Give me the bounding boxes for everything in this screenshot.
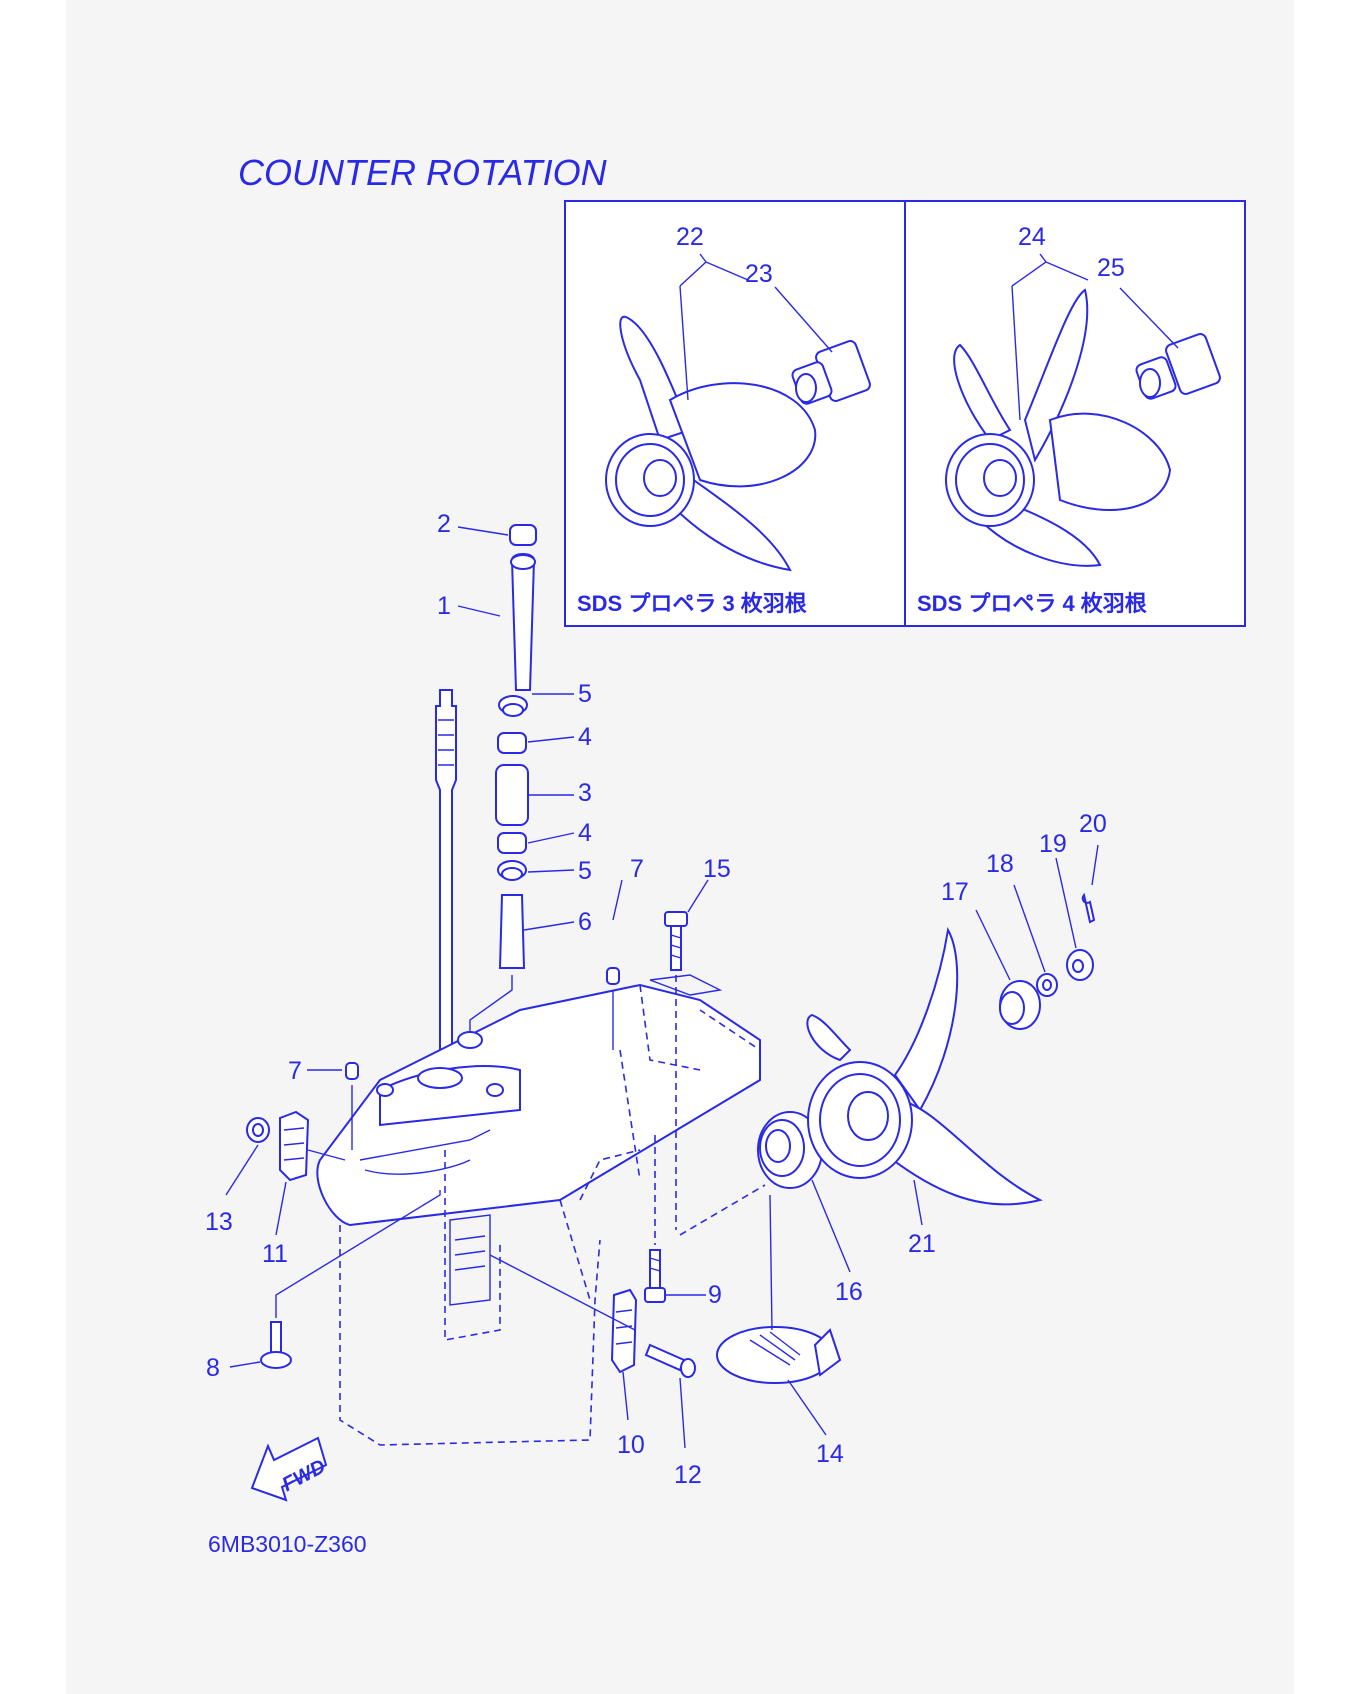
- inset-panel-4-blade: 24 25 SDS プロペラ 4 枚羽根: [904, 200, 1246, 627]
- callout-6: 6: [578, 908, 592, 936]
- diagram-title: COUNTER ROTATION: [238, 152, 608, 193]
- callout-21: 21: [908, 1230, 936, 1258]
- callout-4-upper: 4: [578, 723, 592, 751]
- diagram-code: 6MB3010-Z360: [208, 1531, 367, 1557]
- water-tube-icon: [510, 553, 536, 691]
- callout-23: 23: [745, 260, 773, 288]
- trim-tab-icon: [716, 1326, 842, 1384]
- drive-shaft-icon: [435, 689, 457, 1071]
- propeller-nut-19-icon: [1066, 949, 1094, 981]
- bolt-15-icon: [664, 911, 688, 971]
- washer-18-icon: [1036, 973, 1058, 997]
- water-pipe-icon: [495, 764, 529, 826]
- forward-arrow-icon: FWD: [250, 1436, 329, 1502]
- water-tube-assembly: [469, 524, 537, 1045]
- callout-7-right: 7: [630, 855, 644, 883]
- callout-4-lower: 4: [578, 819, 592, 847]
- callout-2: 2: [437, 510, 451, 538]
- callout-11: 11: [262, 1240, 288, 1268]
- callout-9: 9: [708, 1281, 722, 1309]
- callout-25: 25: [1097, 254, 1125, 282]
- nut-13-icon: [246, 1117, 270, 1143]
- spacer-17-icon: [999, 980, 1041, 1030]
- propeller-4-blade-icon: [945, 288, 1172, 567]
- lower-unit-housing: [316, 974, 761, 1446]
- bolt-8-icon: [260, 1321, 292, 1369]
- callout-14: 14: [816, 1440, 844, 1468]
- anode-10-icon: [610, 1288, 638, 1374]
- rubber-seal-icon: [497, 732, 527, 754]
- water-pipe-lower-icon: [498, 894, 526, 969]
- propeller-3-blade-icon: [605, 315, 817, 572]
- cotter-pin-icon: [1081, 892, 1096, 924]
- trim-tab-anode-icon: [279, 1110, 346, 1182]
- callout-3: 3: [578, 779, 592, 807]
- callout-1: 1: [437, 592, 451, 620]
- dowel-pin-icon: [345, 967, 620, 1080]
- callout-15: 15: [703, 855, 731, 883]
- propeller-nut-icon-2: [1135, 333, 1221, 400]
- bolt-9-icon: [644, 1249, 666, 1303]
- grommet-icon: [509, 524, 537, 546]
- inset-caption-4-blade: SDS プロペラ 4 枚羽根: [917, 591, 1147, 616]
- callout-20: 20: [1079, 810, 1107, 838]
- callout-12: 12: [674, 1461, 702, 1489]
- callout-8: 8: [206, 1354, 220, 1382]
- callout-17: 17: [941, 878, 969, 906]
- callout-19: 19: [1039, 830, 1067, 858]
- callout-10: 10: [617, 1431, 645, 1459]
- callout-7-left: 7: [288, 1057, 302, 1085]
- thrust-washer-icon: [757, 1111, 823, 1189]
- callout-5-upper: 5: [578, 680, 592, 708]
- callout-22: 22: [676, 223, 704, 251]
- callout-18: 18: [986, 850, 1014, 878]
- main-propeller-icon: [806, 927, 1043, 1206]
- callout-13: 13: [205, 1208, 233, 1236]
- propeller-nut-icon: [791, 340, 871, 405]
- bolt-12-icon: [644, 1343, 696, 1378]
- callout-24: 24: [1018, 223, 1046, 251]
- inset-panel-3-blade: 22 23 SDS プロペラ 3 枚羽根: [564, 200, 906, 627]
- callout-5-lower: 5: [578, 857, 592, 885]
- inset-caption-3-blade: SDS プロペラ 3 枚羽根: [577, 591, 807, 616]
- callout-16: 16: [835, 1278, 863, 1306]
